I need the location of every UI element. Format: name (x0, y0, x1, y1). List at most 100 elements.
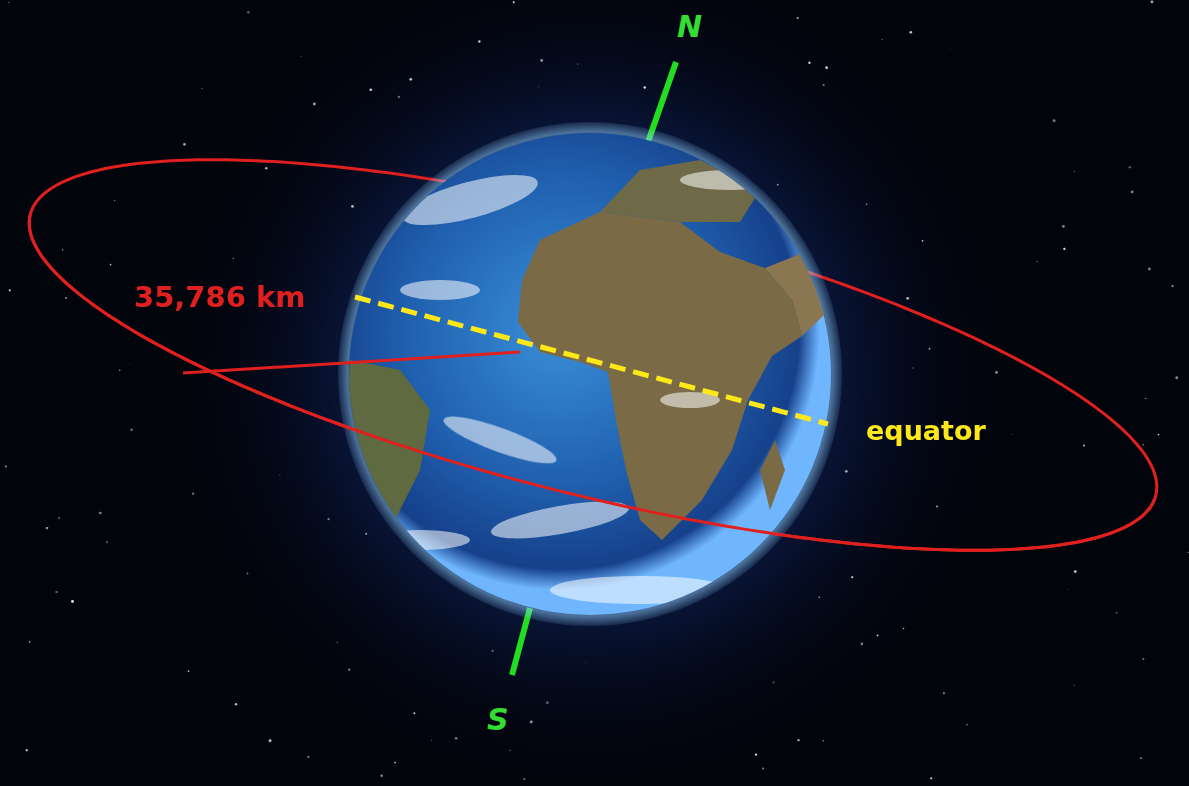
star (773, 681, 775, 683)
south-america (340, 360, 430, 560)
star (65, 297, 67, 299)
star (861, 643, 864, 646)
distance-label: 35,786 km (134, 282, 306, 314)
star (307, 756, 309, 758)
star (1074, 570, 1077, 573)
star (513, 1, 515, 3)
europe (600, 160, 760, 222)
star (413, 712, 415, 714)
star (192, 493, 194, 495)
star (881, 39, 882, 40)
star (851, 576, 853, 578)
star (365, 533, 367, 535)
star (313, 103, 316, 106)
star (1171, 285, 1173, 287)
star (910, 31, 913, 34)
star (409, 78, 412, 81)
star (62, 249, 63, 250)
star (755, 754, 757, 756)
earth (349, 133, 831, 615)
star (1145, 398, 1146, 399)
star (201, 88, 202, 89)
equator-line (355, 297, 828, 424)
star (577, 63, 578, 64)
radius-line (183, 352, 520, 373)
star (106, 541, 108, 543)
star (546, 701, 549, 704)
star (1116, 612, 1118, 614)
star (877, 634, 879, 636)
star (1151, 0, 1154, 3)
star (1142, 444, 1144, 446)
star (537, 86, 539, 88)
south-label: S (487, 703, 509, 736)
star (279, 474, 280, 475)
star (45, 527, 47, 529)
orbit-ellipse-front (29, 215, 1156, 551)
star (1067, 588, 1069, 590)
star (71, 600, 74, 603)
star (26, 749, 28, 751)
star (530, 721, 533, 724)
star (823, 84, 825, 86)
earth-surface (340, 160, 840, 604)
star (1131, 191, 1134, 194)
star (348, 669, 350, 671)
star (301, 56, 302, 57)
orbit-front (29, 215, 1156, 551)
star (235, 703, 237, 705)
star (922, 240, 924, 242)
star (114, 200, 115, 201)
star (1175, 376, 1178, 379)
star (540, 59, 543, 62)
equator-label: equator (866, 416, 986, 446)
star (265, 167, 268, 170)
star (183, 143, 186, 146)
star (949, 48, 951, 50)
star (269, 739, 272, 742)
star (1158, 434, 1160, 436)
star (110, 264, 112, 266)
star (762, 768, 764, 770)
star (1140, 757, 1142, 759)
star (99, 512, 102, 515)
star (995, 371, 998, 374)
star (337, 642, 338, 643)
star (822, 740, 824, 742)
star (930, 777, 932, 779)
star (455, 737, 458, 740)
star (119, 370, 120, 371)
star (1142, 658, 1144, 660)
star (394, 762, 396, 764)
madagascar (760, 440, 785, 510)
star (943, 692, 945, 694)
star (188, 670, 190, 672)
star (398, 96, 400, 98)
star (9, 289, 11, 291)
star (1011, 433, 1013, 435)
star (797, 739, 799, 741)
star (903, 628, 905, 630)
star (777, 184, 779, 186)
star (819, 597, 820, 598)
star (912, 367, 913, 368)
star (327, 518, 329, 520)
star (929, 348, 931, 350)
star (247, 573, 249, 575)
star (369, 88, 372, 91)
star (845, 470, 848, 473)
star (1073, 684, 1074, 685)
star (643, 86, 646, 89)
star (808, 61, 810, 63)
star (130, 429, 132, 431)
star (866, 203, 868, 205)
star (796, 17, 798, 19)
star (1036, 261, 1037, 262)
star (1074, 171, 1075, 172)
star (906, 297, 909, 300)
star (1062, 225, 1065, 228)
